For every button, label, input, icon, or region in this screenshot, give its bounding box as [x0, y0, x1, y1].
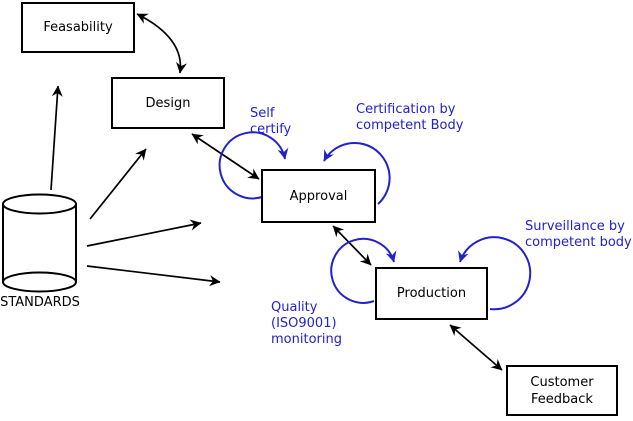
annotation-certification: Certification by competent Body [356, 102, 464, 133]
edge-standards-design [89, 148, 147, 220]
edge-feasibility-design [136, 13, 187, 74]
edge-standards-production [86, 265, 221, 287]
node-customer-feedback: Customer Feedback [506, 365, 618, 416]
node-production-label: Production [396, 286, 467, 301]
node-feasibility: Feasability [21, 2, 135, 53]
standards-cylinder-shape [2, 193, 77, 293]
node-approval: Approval [261, 169, 376, 223]
annotation-self-certify: Self certify [250, 106, 292, 137]
node-production: Production [375, 267, 488, 320]
edge-production-customer-feedback [449, 324, 503, 371]
edge-design-approval [191, 133, 260, 180]
node-design: Design [111, 77, 225, 129]
standards-label: STANDARDS [0, 295, 80, 310]
node-approval-label: Approval [289, 188, 348, 204]
node-design-label: Design [145, 95, 191, 111]
annotation-quality-monitoring: Quality (ISO9001) monitoring [271, 300, 342, 347]
node-customer-feedback-label: Customer Feedback [530, 374, 594, 407]
annotation-surveillance: Surveillance by competent body [525, 219, 632, 250]
edge-standards-approval [86, 219, 202, 247]
edge-standards-feasibility [50, 85, 63, 191]
edge-approval-production [332, 225, 372, 266]
node-feasibility-label: Feasability [43, 20, 113, 35]
